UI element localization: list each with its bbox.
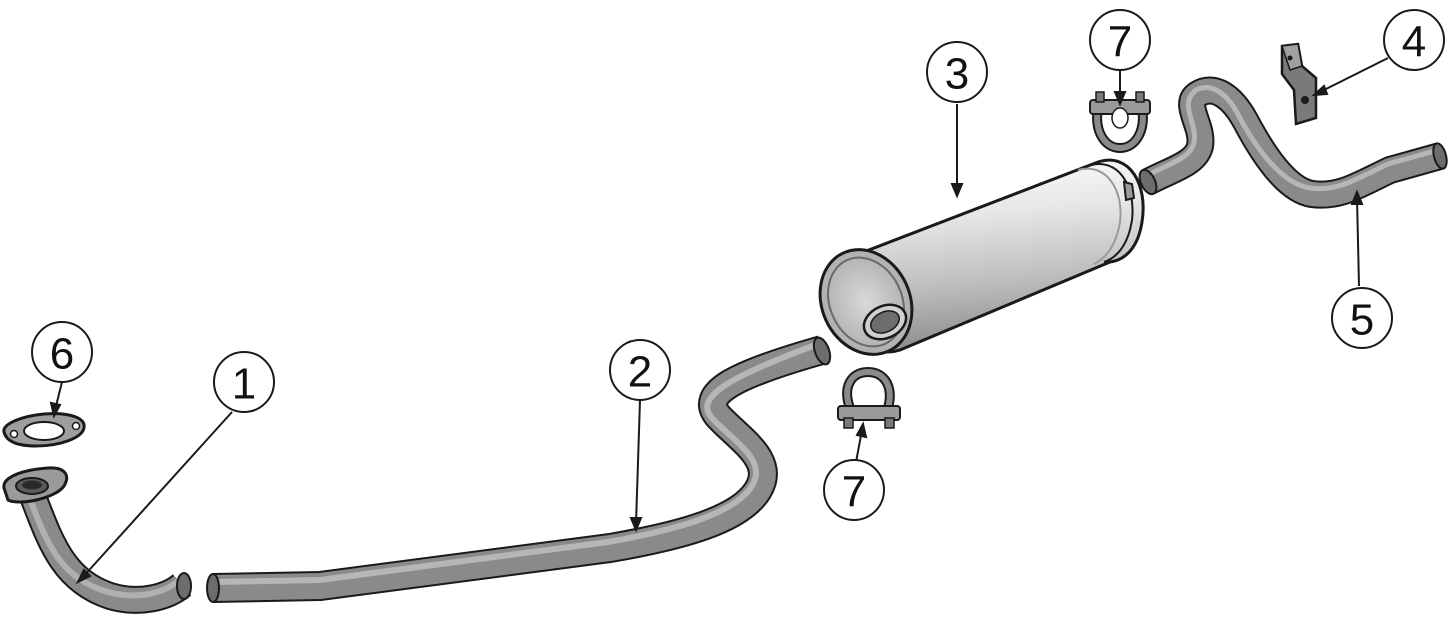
callout-7-upper-label: 7 bbox=[1108, 18, 1132, 67]
callout-7-lower: 7 bbox=[823, 459, 885, 521]
callout-6-label: 6 bbox=[50, 330, 74, 379]
callout-4: 4 bbox=[1383, 9, 1445, 71]
callout-3: 3 bbox=[926, 41, 988, 103]
muffler bbox=[818, 158, 1145, 356]
hanger-bracket bbox=[1280, 42, 1318, 126]
intermediate-pipe bbox=[206, 335, 832, 603]
tail-pipe bbox=[1138, 76, 1448, 209]
front-pipe bbox=[2, 466, 192, 614]
callout-5-label: 5 bbox=[1350, 296, 1374, 345]
callout-3-label: 3 bbox=[945, 50, 969, 99]
callout-7-lower-label: 7 bbox=[842, 468, 866, 517]
pipe-clamp-lower bbox=[837, 366, 901, 429]
callout-1: 1 bbox=[213, 351, 275, 413]
callout-7-upper: 7 bbox=[1089, 9, 1151, 71]
flange-gasket bbox=[2, 412, 86, 448]
pipe-clamp-upper bbox=[1089, 91, 1151, 154]
callout-1-label: 1 bbox=[232, 360, 256, 409]
callout-2: 2 bbox=[609, 339, 671, 401]
callout-4-label: 4 bbox=[1402, 18, 1426, 67]
callout-5: 5 bbox=[1331, 287, 1393, 349]
leader-lines bbox=[49, 57, 1389, 585]
callout-6: 6 bbox=[31, 321, 93, 383]
callout-2-label: 2 bbox=[628, 348, 652, 397]
